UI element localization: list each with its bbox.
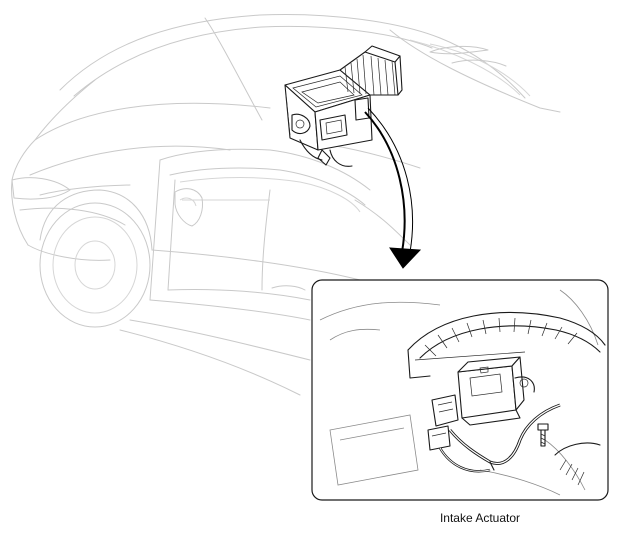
callout-arrow [364,107,422,269]
actuator-connector [427,394,459,451]
diagram-caption: Intake Actuator [439,511,521,525]
car-body-outline [11,13,561,396]
detail-inset [311,279,609,501]
hvac-unit-assembly [284,45,403,167]
wiring-harness [438,403,561,473]
intake-actuator [457,356,535,426]
mounting-screw [537,423,549,447]
